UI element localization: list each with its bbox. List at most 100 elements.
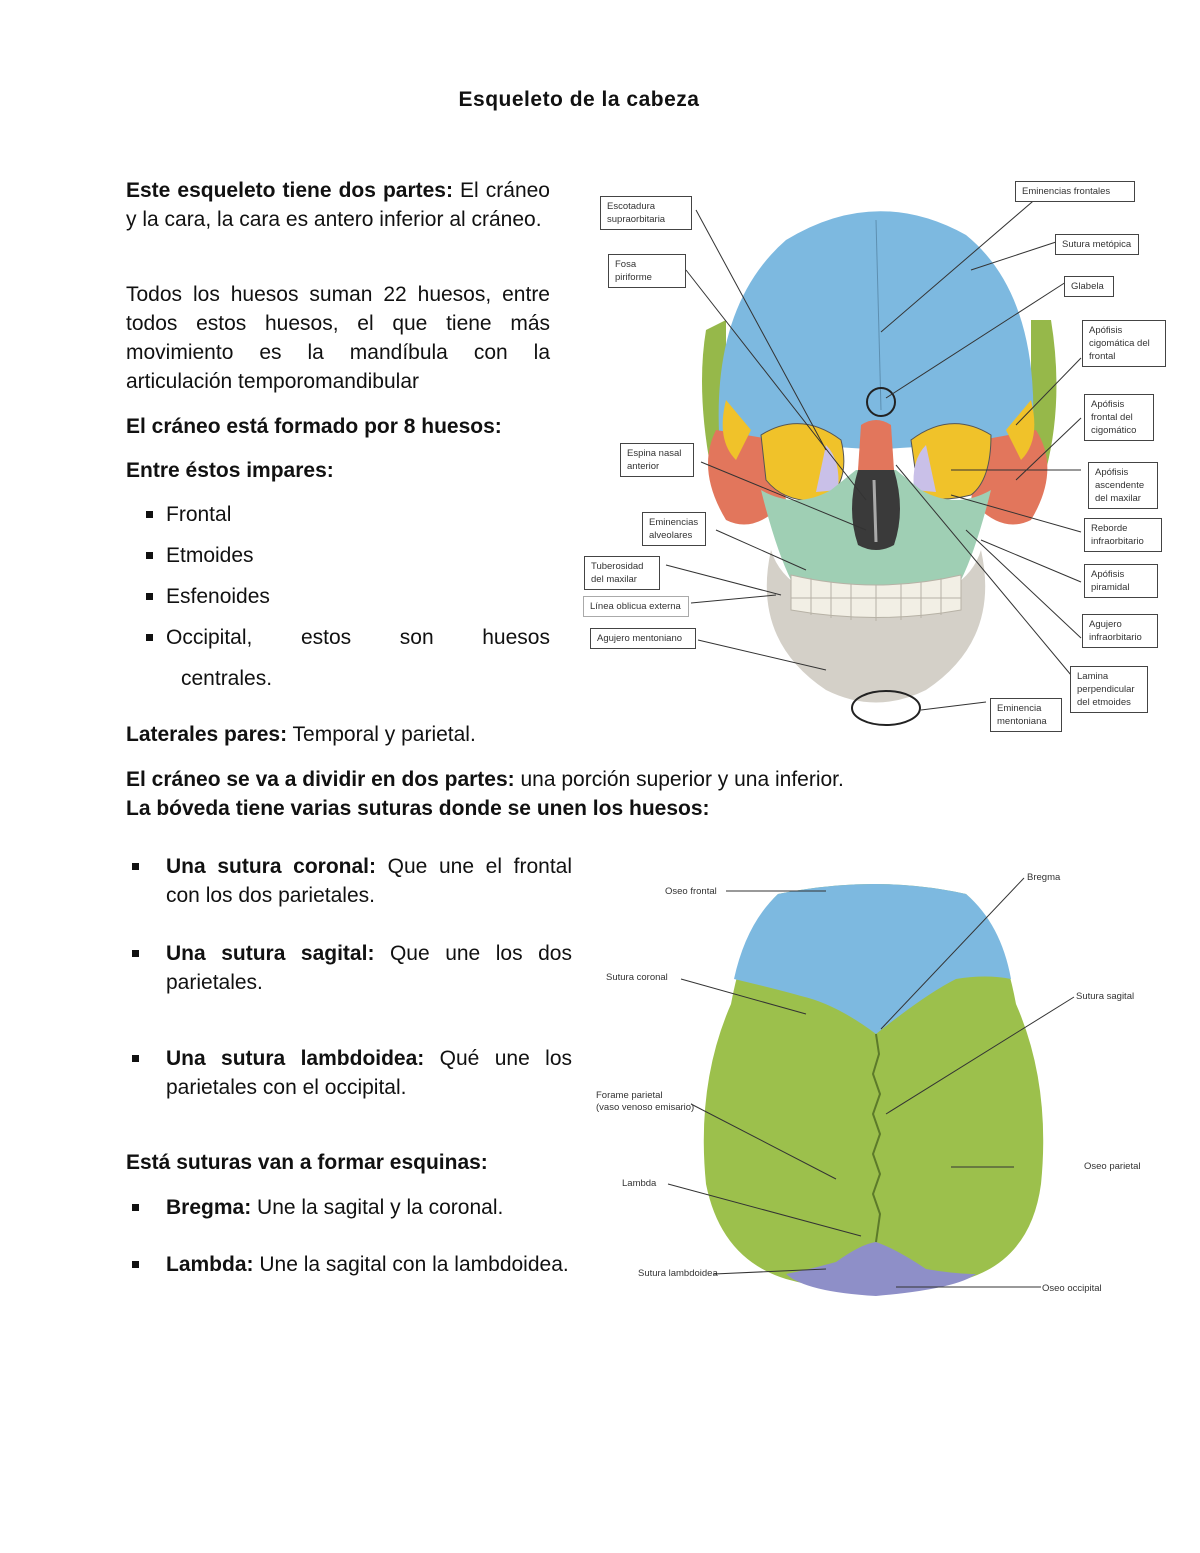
bullet-icon bbox=[146, 552, 153, 559]
bullet-icon bbox=[132, 950, 139, 957]
suture-text: Qué une los parietales con el occipital. bbox=[166, 1047, 572, 1099]
pares-line: Laterales pares: Temporal y parietal. bbox=[126, 720, 826, 749]
label-line: piriforme bbox=[615, 272, 652, 283]
corner-text: Une la sagital con la lambdoidea. bbox=[253, 1253, 569, 1276]
pares-lead: Laterales pares: bbox=[126, 723, 288, 746]
label-apofisis-frontal: Apófisis frontal del cigomático bbox=[1084, 394, 1154, 441]
label-eminencias-alveolares: Eminencias alveolares bbox=[642, 512, 706, 546]
parts-text: El cráneo y la cara, la cara es antero i… bbox=[126, 179, 550, 231]
label-espina: Espina nasal anterior bbox=[620, 443, 694, 477]
label-line: Escotadura bbox=[607, 201, 656, 212]
label-hueso-occipital: Oseo occipital bbox=[1042, 1283, 1102, 1294]
skull-heading: El cráneo está formado por 8 huesos: bbox=[126, 415, 502, 438]
occipital-continuation: centrales. bbox=[181, 667, 273, 690]
suture-text: Que une el frontal con los dos parietale… bbox=[166, 855, 572, 907]
label-line: del etmoides bbox=[1077, 697, 1131, 708]
label-escotadura: Escotadura supraorbitaria bbox=[600, 196, 692, 230]
list-item: Esfenoides bbox=[166, 585, 270, 608]
label-line: Apófisis bbox=[1091, 569, 1125, 580]
label-line: Sutura metópica bbox=[1062, 239, 1132, 250]
label-line: Agujero mentoniano bbox=[597, 633, 683, 644]
label-line: del maxilar bbox=[591, 574, 637, 585]
label-line: infraorbitario bbox=[1089, 632, 1142, 643]
divide-line: El cráneo se va a dividir en dos partes:… bbox=[126, 765, 1026, 794]
suture-lead: Una sutura sagital: bbox=[166, 942, 375, 965]
label-bregma: Bregma bbox=[1027, 872, 1061, 883]
label-line: Reborde bbox=[1091, 523, 1128, 534]
label-line: Fosa bbox=[615, 259, 637, 270]
suture-coronal: Una sutura coronal: Que une el frontal c… bbox=[166, 852, 572, 910]
label-line: Forame parietal bbox=[596, 1090, 663, 1101]
label-line: Lamina bbox=[1077, 671, 1109, 682]
label-line: cigomática del bbox=[1089, 338, 1150, 349]
label-line: (vaso venoso emisario) bbox=[596, 1102, 695, 1113]
impares-heading: Entre éstos impares: bbox=[126, 459, 334, 482]
label-line: Apófisis bbox=[1089, 325, 1123, 336]
corners-heading: Está suturas van a formar esquinas: bbox=[126, 1151, 488, 1174]
label-apofisis-cigomatica: Apófisis cigomática del frontal bbox=[1082, 320, 1166, 367]
bones-paragraph: Todos los huesos suman 22 huesos, entre … bbox=[126, 283, 550, 393]
bullet-icon bbox=[132, 1204, 139, 1211]
label-eminencia-mentoniana: Eminencia mentoniana bbox=[990, 698, 1062, 732]
label-apofisis-piramidal: Apófisis piramidal bbox=[1084, 564, 1158, 598]
list-item: Etmoides bbox=[166, 544, 254, 567]
label-line: Glabela bbox=[1071, 281, 1104, 292]
word: Occipital, bbox=[166, 626, 253, 649]
label-hueso-parietal: Oseo parietal bbox=[1084, 1161, 1141, 1172]
corner-lead: Bregma: bbox=[166, 1196, 252, 1219]
label-line: frontal bbox=[1089, 351, 1116, 362]
label-agujero-infraorbitario: Agujero infraorbitario bbox=[1082, 614, 1158, 648]
bullet-icon bbox=[132, 1055, 139, 1062]
label-sutura-sagital: Sutura sagital bbox=[1076, 991, 1135, 1002]
label-line: infraorbitario bbox=[1091, 536, 1144, 547]
bullet-icon bbox=[146, 511, 153, 518]
label-line: anterior bbox=[627, 461, 660, 472]
skull-front-illustration bbox=[665, 189, 1082, 726]
label-foramen: Forame parietal (vaso venoso emisario) bbox=[596, 1090, 694, 1114]
bullet-icon bbox=[132, 863, 139, 870]
bullet-icon bbox=[146, 634, 153, 641]
parts-lead: Este esqueleto tiene dos partes: bbox=[126, 179, 453, 202]
suture-sagital: Una sutura sagital: Que une los dos pari… bbox=[166, 939, 572, 997]
divide-lead: El cráneo se va a dividir en dos partes: bbox=[126, 768, 515, 791]
label-tuberosidad: Tuberosidad del maxilar bbox=[584, 556, 660, 590]
label-lamina: Lamina perpendicular del etmoides bbox=[1070, 666, 1148, 713]
label-lambda: Lambda bbox=[622, 1178, 657, 1189]
bullet-icon bbox=[146, 593, 153, 600]
list-item: Frontal bbox=[166, 503, 232, 526]
bullet-icon bbox=[132, 1261, 139, 1268]
suture-lambdoidea: Una sutura lambdoidea: Qué une los parie… bbox=[166, 1044, 572, 1102]
skull-top-illustration bbox=[667, 877, 1075, 1296]
suture-lead: Una sutura coronal: bbox=[166, 855, 376, 878]
label-apofisis-ascendente: Apófisis ascendente del maxilar bbox=[1088, 462, 1158, 509]
label-sutura-lambdoidea: Sutura lambdoidea bbox=[638, 1268, 718, 1279]
corner-lambda: Lambda: Une la sagital con la lambdoidea… bbox=[166, 1250, 572, 1279]
word: huesos bbox=[482, 626, 550, 649]
label-glabela: Glabela bbox=[1064, 276, 1114, 297]
intro-parts-paragraph: Este esqueleto tiene dos partes: El crán… bbox=[126, 176, 550, 234]
label-fosa: Fosa piriforme bbox=[608, 254, 686, 288]
label-line: supraorbitaria bbox=[607, 214, 666, 225]
label-hueso-frontal: Oseo frontal bbox=[665, 886, 717, 897]
label-line: Apófisis bbox=[1091, 399, 1125, 410]
page-title: Esqueleto de la cabeza bbox=[458, 88, 700, 111]
label-line: mentoniana bbox=[997, 716, 1047, 727]
label-line: Eminencias bbox=[649, 517, 699, 528]
label-linea: Línea oblicua externa bbox=[583, 596, 689, 617]
label-line: ascendente bbox=[1095, 480, 1145, 491]
label-line: Línea oblicua externa bbox=[590, 601, 681, 612]
suture-lead: Una sutura lambdoidea: bbox=[166, 1047, 425, 1070]
label-eminencias-frontales: Eminencias frontales bbox=[1015, 181, 1135, 202]
label-sutura-coronal: Sutura coronal bbox=[606, 972, 668, 983]
word: estos bbox=[300, 626, 352, 649]
corner-lead: Lambda: bbox=[166, 1253, 254, 1276]
suture-text: Que une los dos parietales. bbox=[166, 942, 572, 994]
label-line: cigomático bbox=[1091, 425, 1137, 436]
label-reborde: Reborde infraorbitario bbox=[1084, 518, 1162, 552]
label-line: Tuberosidad bbox=[591, 561, 644, 572]
label-line: Espina nasal bbox=[627, 448, 682, 459]
divide-text: una porción superior y una inferior. bbox=[514, 768, 844, 791]
label-line: alveolares bbox=[649, 530, 693, 541]
label-agujero-mentoniano: Agujero mentoniano bbox=[590, 628, 696, 649]
label-line: del maxilar bbox=[1095, 493, 1141, 504]
